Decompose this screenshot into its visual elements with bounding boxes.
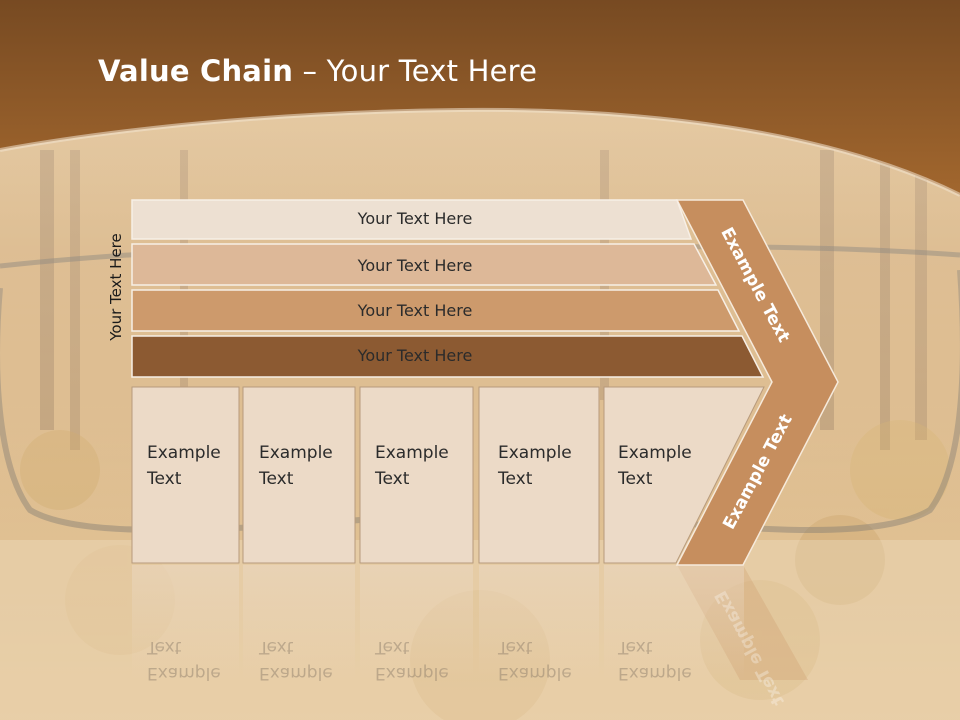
reflection-4-line-1: Example: [498, 663, 572, 683]
column-reflection-1: Example Text: [147, 634, 221, 686]
reflection-2-line-1: Example: [259, 663, 333, 683]
column-1-line-1: Example: [147, 443, 221, 463]
slide-title: Value Chain – Your Text Here: [98, 54, 537, 88]
title-rest: – Your Text Here: [293, 54, 538, 88]
column-4-line-1: Example: [498, 443, 572, 463]
column-reflection-2: Example Text: [259, 634, 333, 686]
column-3-line-2: Text: [375, 469, 410, 489]
support-row-4: [131, 335, 765, 378]
reflection-5-line-2: Text: [618, 637, 653, 657]
column-text-1: Example Text: [147, 440, 221, 492]
column-4-line-2: Text: [498, 469, 533, 489]
row-label-3: Your Text Here: [357, 301, 473, 320]
header-band: [0, 0, 960, 195]
column-2-line-1: Example: [259, 443, 333, 463]
reflection-2-line-2: Text: [259, 637, 294, 657]
primary-column-3: [359, 386, 474, 564]
primary-column-5: [603, 386, 765, 564]
column-reflection-3: Example Text: [375, 634, 449, 686]
reflection-3-line-1: Example: [375, 663, 449, 683]
reflection-3-line-2: Text: [375, 637, 410, 657]
column-2-line-2: Text: [259, 469, 294, 489]
primary-column-2: [242, 386, 356, 564]
column-5-line-2: Text: [618, 469, 653, 489]
support-row-1: [131, 199, 693, 240]
column-reflection-5: Example Text: [618, 634, 692, 686]
column-3-line-1: Example: [375, 443, 449, 463]
column-5-line-1: Example: [618, 443, 692, 463]
column-text-4: Example Text: [498, 440, 572, 492]
column-text-2: Example Text: [259, 440, 333, 492]
support-row-3: [131, 289, 741, 332]
primary-column-4: [478, 386, 600, 564]
reflection-1-line-2: Text: [147, 637, 182, 657]
row-label-1: Your Text Here: [357, 209, 473, 228]
column-1-line-2: Text: [147, 469, 182, 489]
column-text-3: Example Text: [375, 440, 449, 492]
chevron-arrow: [675, 199, 839, 566]
row-label-2: Your Text Here: [357, 256, 473, 275]
column-reflection-4: Example Text: [498, 634, 572, 686]
reflection-1-line-1: Example: [147, 663, 221, 683]
support-row-2: [131, 243, 718, 286]
reflection-4-line-2: Text: [498, 637, 533, 657]
row-label-4: Your Text Here: [357, 346, 473, 365]
side-label: Your Text Here: [107, 233, 125, 341]
reflection-5-line-1: Example: [618, 663, 692, 683]
primary-column-1: [131, 386, 240, 564]
column-text-5: Example Text: [618, 440, 692, 492]
title-bold: Value Chain: [98, 54, 294, 88]
